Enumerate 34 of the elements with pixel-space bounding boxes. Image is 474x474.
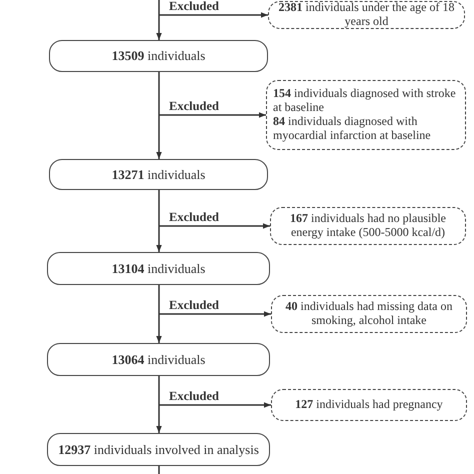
box-text: 40 individuals had missing data on smoking, alcohol intake: [284, 300, 454, 328]
box-text: 12937 individuals involved in analysis: [58, 442, 259, 458]
edge-label: Excluded: [168, 0, 220, 12]
box-text: 167 individuals had no plausible energy intake (500-5000 kcal/d): [289, 212, 447, 240]
count-box: [47, 433, 270, 466]
box-text: 13104 individuals: [112, 260, 206, 276]
arrow: [156, 285, 162, 343]
edge-label: Excluded: [168, 299, 220, 312]
exclusion-box: [271, 389, 467, 421]
box-text: 2381 individuals under the age of 18 years old: [278, 1, 456, 29]
count-box: [49, 40, 268, 72]
arrow: [159, 311, 271, 317]
arrow: [159, 12, 268, 18]
exclusion-box: [266, 80, 466, 150]
edge-label: Excluded: [168, 390, 220, 402]
arrow: [156, 190, 162, 252]
arrow: [156, 376, 162, 433]
count-box: [47, 343, 270, 376]
arrow: [156, 0, 162, 40]
edge-label: Excluded: [168, 100, 220, 112]
box-text: 13064 individuals: [112, 352, 206, 368]
box-text: 127 individuals had pregnancy: [295, 398, 443, 412]
arrow: [156, 72, 162, 159]
arrow: [159, 402, 271, 408]
count-box: [49, 159, 268, 190]
arrow: [159, 112, 266, 118]
box-text: 13509 individuals: [112, 48, 206, 64]
count-box: [47, 252, 270, 285]
box-text: 13271 individuals: [112, 166, 206, 182]
exclusion-box: [271, 295, 467, 333]
box-text: 84 individuals diagnosed with myocardial infarction at baseline: [273, 115, 432, 143]
arrow: [159, 223, 270, 229]
exclusion-box: [270, 207, 466, 245]
edge-label: Excluded: [168, 211, 220, 224]
